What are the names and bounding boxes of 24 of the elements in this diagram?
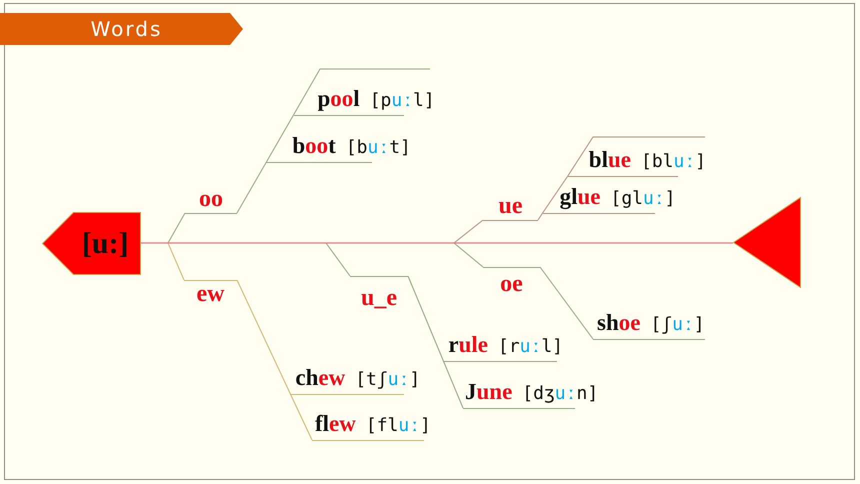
branch-line — [442, 360, 464, 408]
title-banner: Words — [0, 13, 243, 45]
branch-line — [168, 242, 184, 280]
spelling-pattern: oo — [185, 186, 237, 214]
fishbone-head — [42, 212, 141, 275]
branch-line — [454, 220, 484, 244]
branch-line — [236, 280, 291, 394]
fishbone-tail — [733, 197, 801, 288]
branch-line — [326, 242, 350, 276]
branch-line — [290, 394, 312, 440]
branch-line — [266, 114, 294, 162]
spelling-pattern: u_e — [350, 276, 408, 312]
branch-line — [538, 212, 544, 220]
phoneme-label: [u:] — [82, 227, 129, 260]
spelling-pattern: ew — [184, 280, 237, 308]
branch-line — [540, 266, 594, 340]
branch-line — [542, 176, 568, 214]
spine-line — [141, 242, 733, 244]
spelling-pattern: oe — [483, 266, 540, 298]
branch-line — [168, 212, 186, 244]
spelling-pattern: ue — [483, 192, 538, 220]
branch-line — [454, 242, 484, 268]
branch-line — [408, 276, 444, 362]
branch-line — [236, 162, 267, 214]
